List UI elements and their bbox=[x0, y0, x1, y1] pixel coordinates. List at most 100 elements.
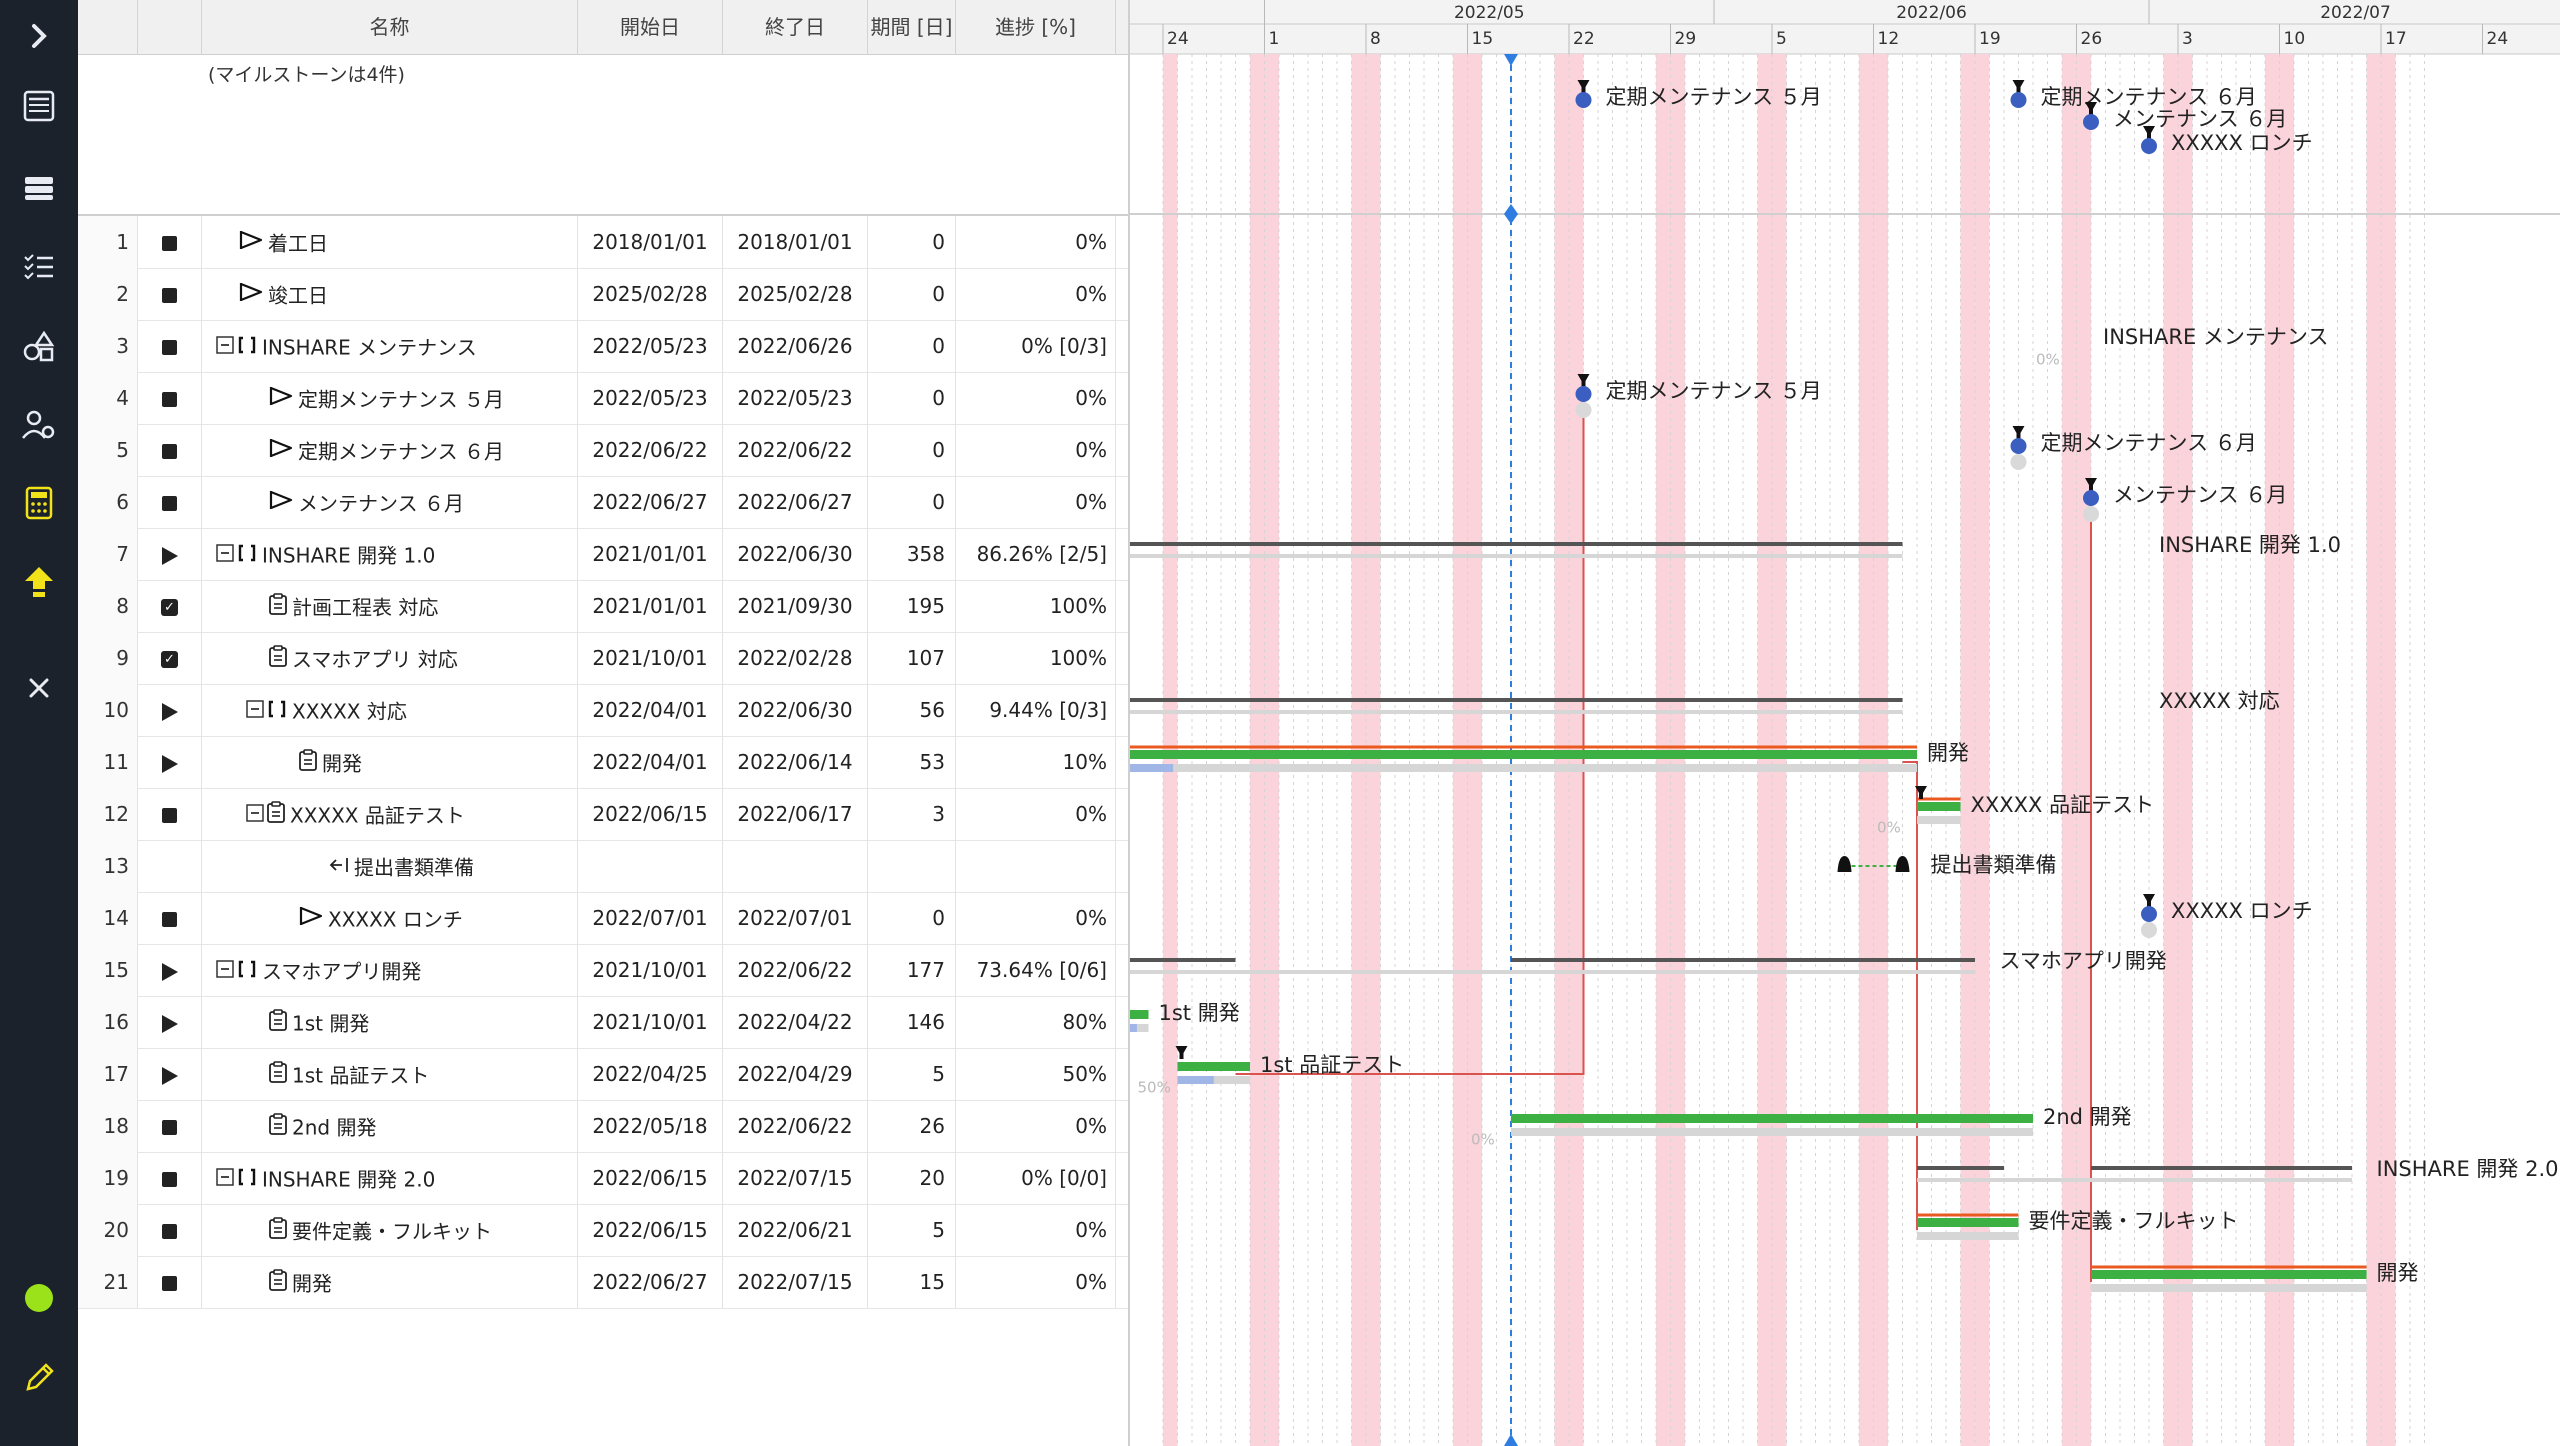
end-date[interactable]: 2022/06/14 bbox=[723, 736, 868, 788]
progress[interactable]: 100% bbox=[956, 632, 1116, 684]
task-name-cell[interactable]: 開発 bbox=[202, 1256, 578, 1308]
status-cell[interactable] bbox=[138, 788, 202, 840]
collapse-group-icon[interactable] bbox=[246, 686, 288, 737]
progress[interactable]: 0% bbox=[956, 424, 1116, 476]
duration[interactable]: 3 bbox=[868, 788, 956, 840]
progress[interactable]: 80% bbox=[956, 996, 1116, 1048]
end-date[interactable]: 2022/06/22 bbox=[723, 944, 868, 996]
progress[interactable]: 100% bbox=[956, 580, 1116, 632]
start-date[interactable]: 2022/06/15 bbox=[578, 1152, 723, 1204]
checklist-button[interactable] bbox=[0, 236, 78, 296]
task-name-cell[interactable]: 要件定義・フルキット bbox=[202, 1204, 578, 1256]
duration[interactable]: 26 bbox=[868, 1100, 956, 1152]
start-date[interactable]: 2022/05/23 bbox=[578, 372, 723, 424]
task-bar[interactable] bbox=[2091, 1270, 2367, 1279]
end-date[interactable]: 2022/06/27 bbox=[723, 476, 868, 528]
start-date[interactable]: 2021/10/01 bbox=[578, 944, 723, 996]
progress[interactable]: 73.64% [0/6] bbox=[956, 944, 1116, 996]
task-name-cell[interactable]: 竣工日 bbox=[202, 268, 578, 320]
start-date[interactable]: 2022/06/27 bbox=[578, 1256, 723, 1308]
task-name-cell[interactable]: 計画工程表 対応 bbox=[202, 580, 578, 632]
end-date[interactable]: 2022/06/30 bbox=[723, 684, 868, 736]
close-button[interactable] bbox=[0, 658, 78, 718]
status-cell[interactable] bbox=[138, 372, 202, 424]
start-date[interactable]: 2022/04/25 bbox=[578, 1048, 723, 1100]
task-name-cell[interactable]: INSHARE メンテナンス bbox=[202, 320, 578, 372]
status-cell[interactable] bbox=[138, 528, 202, 580]
progress[interactable]: 0% bbox=[956, 892, 1116, 944]
task-name-cell[interactable]: 定期メンテナンス ６月 bbox=[202, 424, 578, 476]
milestone-marker[interactable] bbox=[2010, 92, 2027, 108]
start-date[interactable]: 2022/07/01 bbox=[578, 892, 723, 944]
duration[interactable]: 15 bbox=[868, 1256, 956, 1308]
status-cell[interactable] bbox=[138, 268, 202, 320]
task-name-cell[interactable]: XXXXX 品証テスト bbox=[202, 788, 578, 840]
milestone-marker[interactable] bbox=[2010, 438, 2027, 454]
status-cell[interactable] bbox=[138, 424, 202, 476]
progress[interactable]: 0% bbox=[956, 476, 1116, 528]
end-date[interactable] bbox=[723, 840, 868, 892]
start-date[interactable]: 2022/06/15 bbox=[578, 1204, 723, 1256]
task-name-cell[interactable]: メンテナンス ６月 bbox=[202, 476, 578, 528]
start-date[interactable]: 2022/04/01 bbox=[578, 736, 723, 788]
milestone-marker[interactable] bbox=[2141, 906, 2157, 922]
start-date[interactable]: 2022/05/18 bbox=[578, 1100, 723, 1152]
progress[interactable]: 0% bbox=[956, 268, 1116, 320]
end-date[interactable]: 2022/06/26 bbox=[723, 320, 868, 372]
status-cell[interactable] bbox=[138, 320, 202, 372]
start-date[interactable]: 2021/01/01 bbox=[578, 528, 723, 580]
duration[interactable]: 5 bbox=[868, 1048, 956, 1100]
status-cell[interactable]: ✓ bbox=[138, 632, 202, 684]
task-name-cell[interactable]: XXXXX 対応 bbox=[202, 684, 578, 736]
task-name-cell[interactable]: 開発 bbox=[202, 736, 578, 788]
progress[interactable]: 9.44% [0/3] bbox=[956, 684, 1116, 736]
task-name-cell[interactable]: 1st 開発 bbox=[202, 996, 578, 1048]
column-header-progress[interactable]: 進捗 [%] bbox=[956, 0, 1116, 54]
start-date[interactable] bbox=[578, 840, 723, 892]
progress[interactable]: 0% bbox=[956, 372, 1116, 424]
duration[interactable]: 107 bbox=[868, 632, 956, 684]
status-cell[interactable]: ✓ bbox=[138, 580, 202, 632]
task-name-cell[interactable]: XXXXX ロンチ bbox=[202, 892, 578, 944]
end-date[interactable]: 2022/06/30 bbox=[723, 528, 868, 580]
milestone-marker[interactable] bbox=[1575, 92, 1592, 108]
start-date[interactable]: 2022/05/23 bbox=[578, 320, 723, 372]
status-cell[interactable] bbox=[138, 216, 202, 268]
collapse-group-icon[interactable] bbox=[216, 1154, 258, 1205]
end-date[interactable]: 2025/02/28 bbox=[723, 268, 868, 320]
status-cell[interactable] bbox=[138, 1152, 202, 1204]
milestone-marker[interactable] bbox=[1575, 386, 1592, 402]
expand-button[interactable] bbox=[0, 6, 78, 66]
task-name-cell[interactable]: 1st 品証テスト bbox=[202, 1048, 578, 1100]
end-date[interactable]: 2022/04/29 bbox=[723, 1048, 868, 1100]
pencil-button[interactable] bbox=[0, 1348, 78, 1408]
end-date[interactable]: 2022/05/23 bbox=[723, 372, 868, 424]
server-button[interactable] bbox=[0, 158, 78, 218]
progress[interactable]: 0% bbox=[956, 1256, 1116, 1308]
end-date[interactable]: 2022/04/22 bbox=[723, 996, 868, 1048]
status-cell[interactable] bbox=[138, 476, 202, 528]
milestone-marker[interactable] bbox=[2141, 138, 2157, 154]
task-name-cell[interactable]: INSHARE 開発 1.0 bbox=[202, 528, 578, 580]
status-cell[interactable] bbox=[138, 1048, 202, 1100]
end-date[interactable]: 2021/09/30 bbox=[723, 580, 868, 632]
status-cell[interactable] bbox=[138, 892, 202, 944]
duration[interactable]: 195 bbox=[868, 580, 956, 632]
start-date[interactable]: 2018/01/01 bbox=[578, 216, 723, 268]
progress[interactable]: 86.26% [2/5] bbox=[956, 528, 1116, 580]
calculator-button[interactable] bbox=[0, 473, 78, 533]
duration[interactable]: 0 bbox=[868, 320, 956, 372]
start-date[interactable]: 2021/10/01 bbox=[578, 632, 723, 684]
column-header-start[interactable]: 開始日 bbox=[578, 0, 723, 54]
end-date[interactable]: 2018/01/01 bbox=[723, 216, 868, 268]
task-name-cell[interactable]: 着工日 bbox=[202, 216, 578, 268]
